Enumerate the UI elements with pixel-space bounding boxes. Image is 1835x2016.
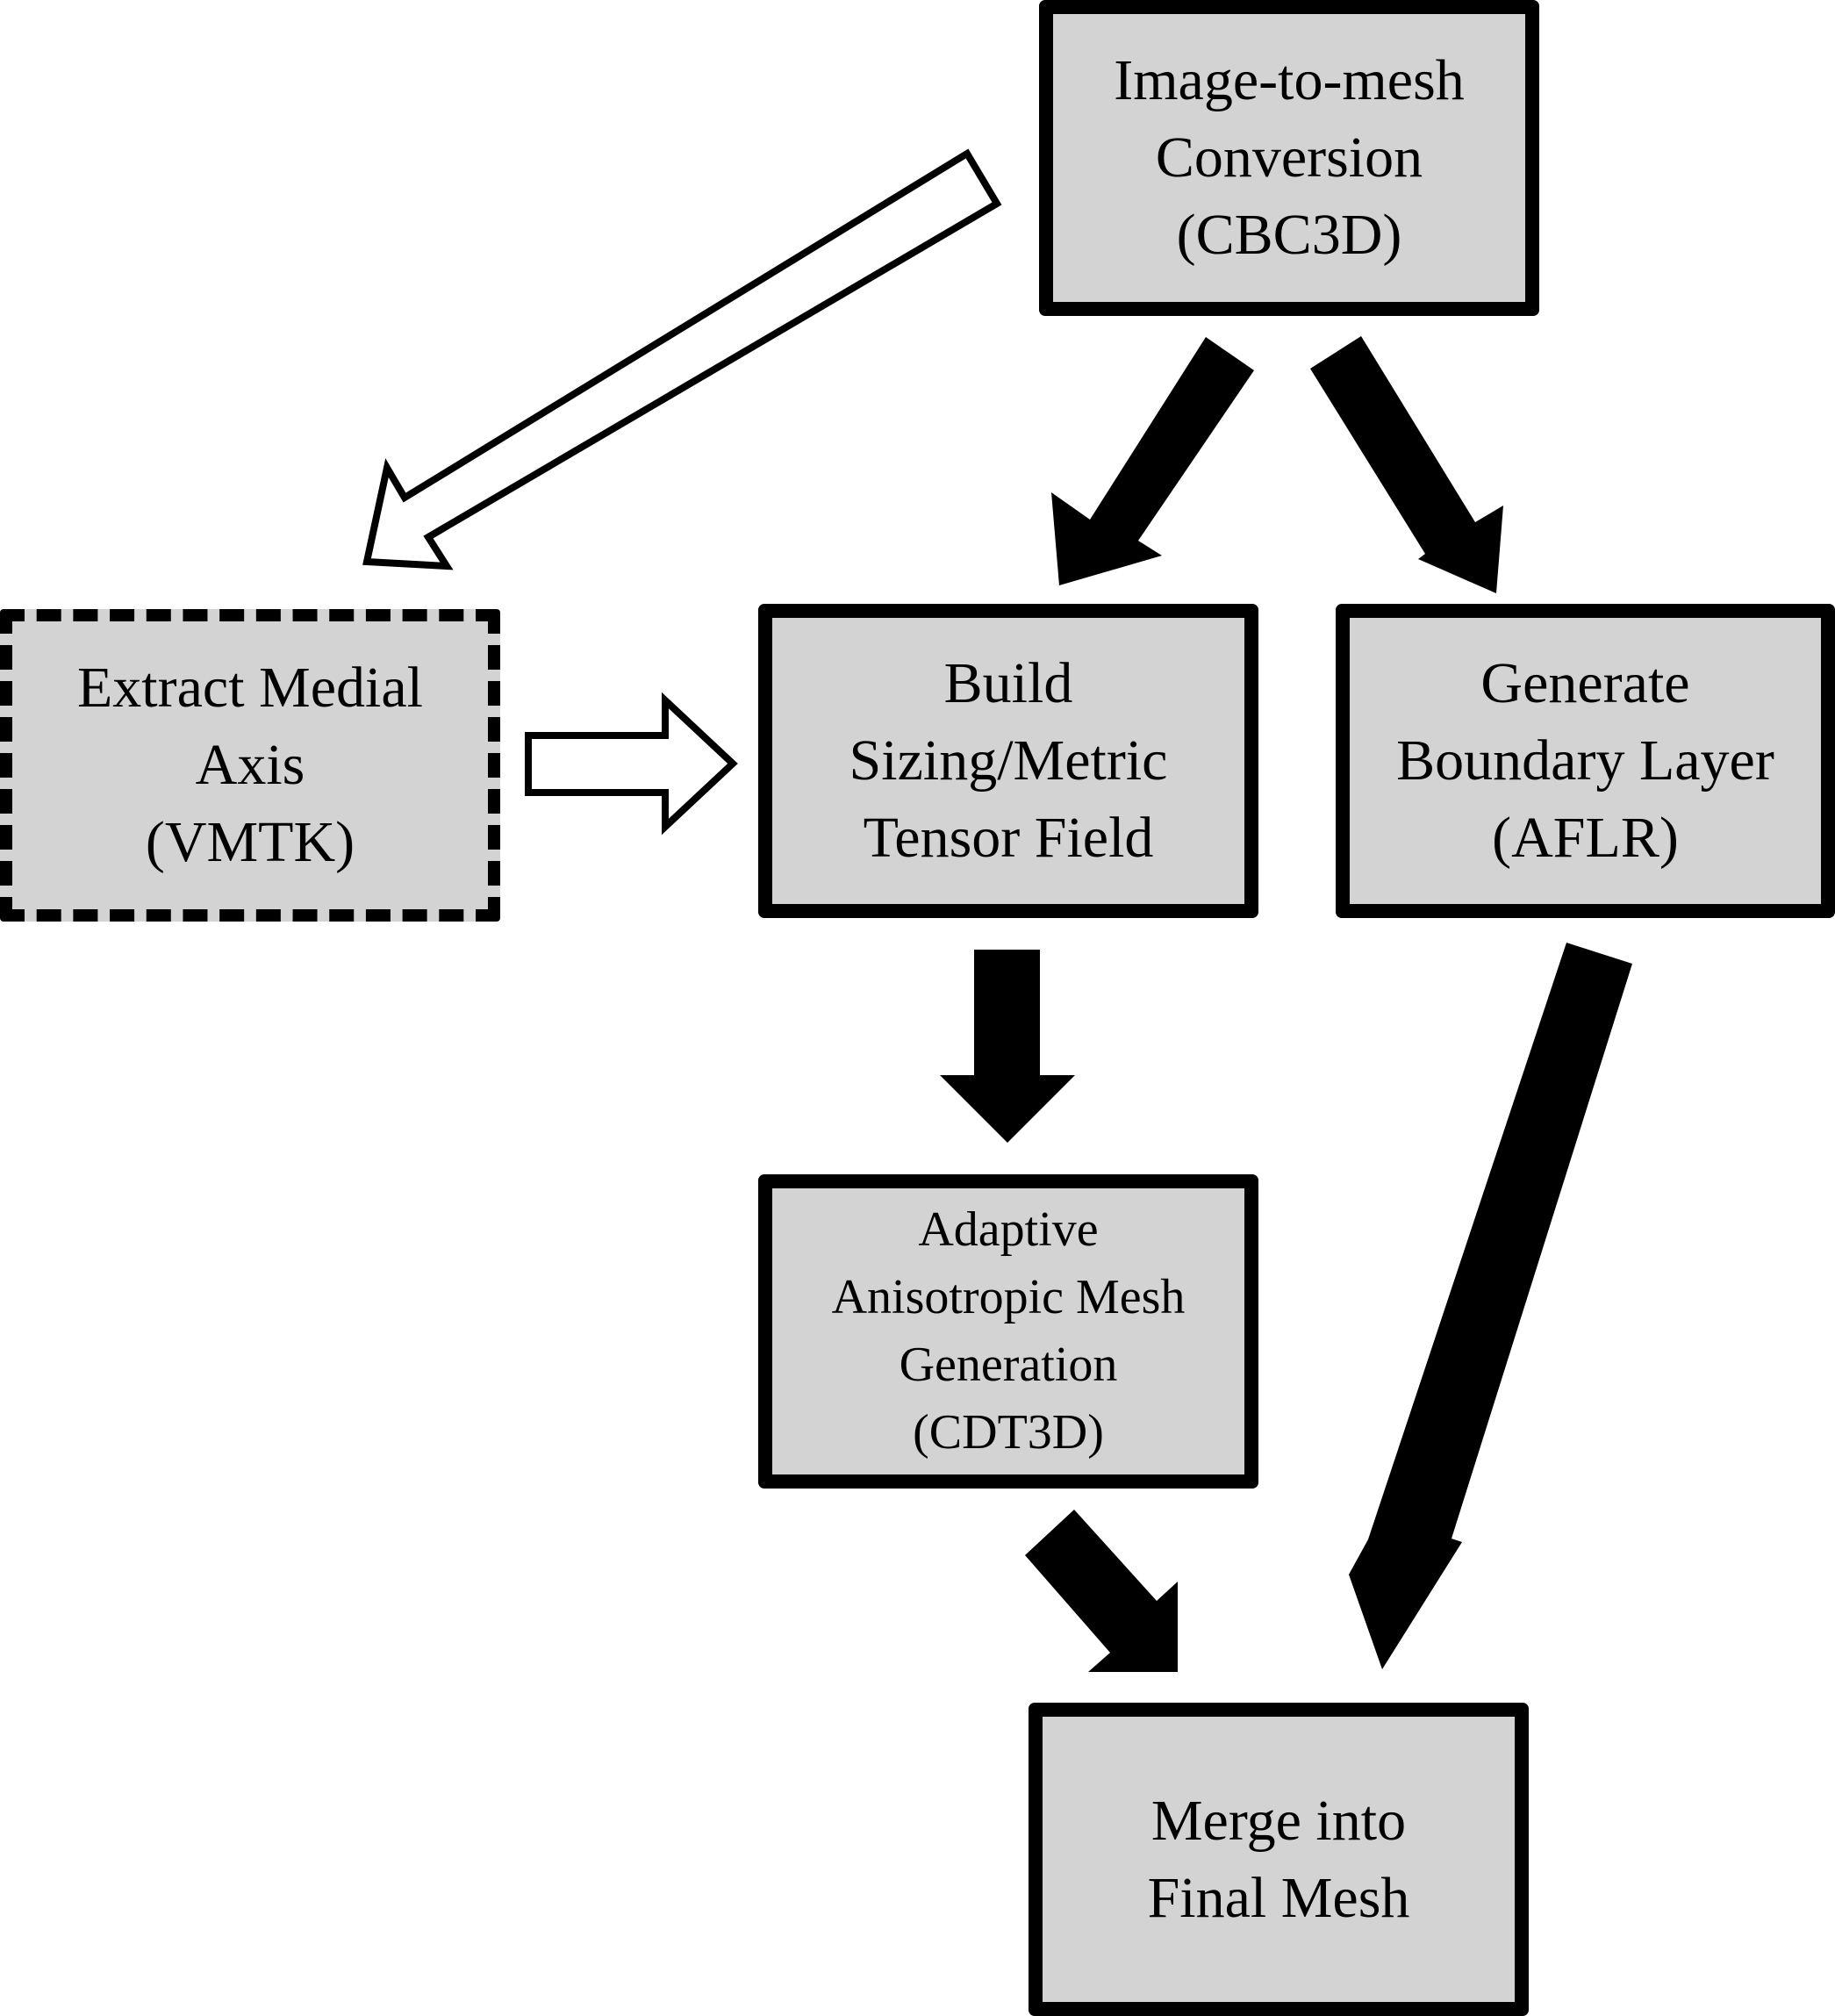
arrow-cbc3d-to-aflr bbox=[1310, 336, 1503, 593]
node-image-to-mesh-conversion: Image-to-mesh Conversion (CBC3D) bbox=[1039, 0, 1539, 316]
arrow-cdt3d-to-merge bbox=[1025, 1510, 1178, 1672]
node-label-line: Boundary Layer bbox=[1396, 728, 1774, 793]
node-label-line: (AFLR) bbox=[1492, 806, 1679, 870]
node-label-line: Merge into bbox=[1150, 1788, 1407, 1853]
node-label-line: Build bbox=[943, 651, 1073, 715]
node-label-line: Axis bbox=[195, 733, 305, 797]
node-label-line: (CBC3D) bbox=[1176, 203, 1402, 267]
node-label-line: Conversion bbox=[1155, 126, 1423, 190]
node-label-line: (VMTK) bbox=[145, 810, 355, 874]
arrow-cbc3d-to-sizing bbox=[1051, 337, 1254, 585]
node-adaptive-anisotropic-mesh-generation: Adaptive Anisotropic Mesh Generation (CD… bbox=[758, 1174, 1258, 1489]
arrow-aflr-to-merge bbox=[1349, 943, 1632, 1669]
node-label-line: Sizing/Metric bbox=[849, 728, 1168, 793]
node-extract-medial-axis: Extract Medial Axis (VMTK) bbox=[0, 609, 500, 922]
arrow-cbc3d-to-vmtk bbox=[362, 148, 1002, 570]
node-label-line: Final Mesh bbox=[1147, 1865, 1410, 1930]
node-label-line: Image-to-mesh bbox=[1114, 48, 1465, 112]
node-generate-boundary-layer: Generate Boundary Layer (AFLR) bbox=[1336, 604, 1835, 918]
node-merge-into-final-mesh: Merge into Final Mesh bbox=[1029, 1703, 1529, 2016]
arrow-sizing-to-cdt3d bbox=[940, 950, 1075, 1143]
node-label-line: Anisotropic Mesh bbox=[831, 1270, 1186, 1324]
node-label-line: Extract Medial bbox=[76, 656, 423, 720]
node-label-line: Generation bbox=[899, 1338, 1118, 1392]
node-label-line: Generate bbox=[1480, 651, 1690, 715]
arrow-vmtk-to-sizing bbox=[525, 692, 738, 836]
node-build-sizing-metric-tensor-field: Build Sizing/Metric Tensor Field bbox=[758, 604, 1258, 918]
node-label-line: Tensor Field bbox=[863, 806, 1154, 870]
node-label-line: (CDT3D) bbox=[913, 1405, 1104, 1460]
node-label-line: Adaptive bbox=[918, 1202, 1099, 1257]
